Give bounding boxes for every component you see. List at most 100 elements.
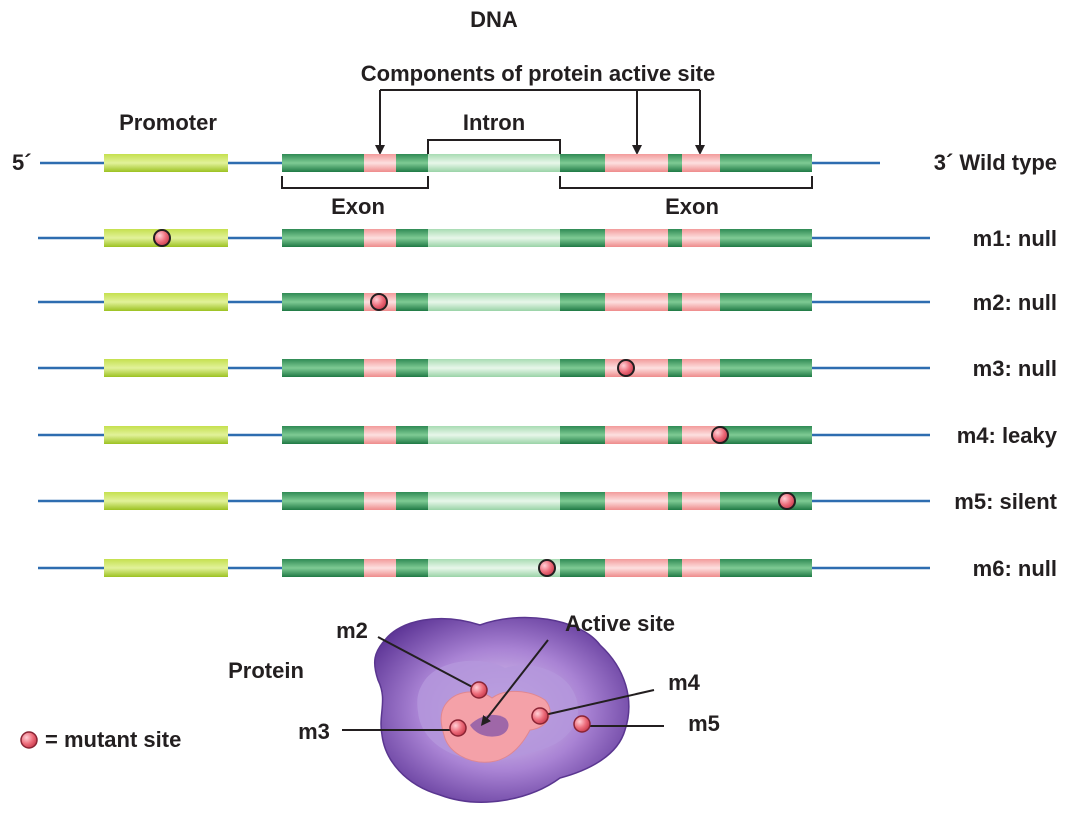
exon-left-bracket <box>281 176 429 189</box>
exon-right-bracket <box>559 176 813 189</box>
intron-segment <box>428 154 560 172</box>
mutant-row-label: m6: null <box>973 556 1057 581</box>
exon-segment <box>720 229 812 247</box>
exon-segment <box>282 293 364 311</box>
mutant-site-marker <box>711 426 729 444</box>
intron-segment <box>428 229 560 247</box>
exon-segment <box>560 154 605 172</box>
gene-rows: m1: null m2: null m3: null m4: leaky m5: sil… <box>38 154 1058 581</box>
mutant-site-marker <box>153 229 171 247</box>
promoter-segment <box>104 359 228 377</box>
active-site-segment <box>682 154 720 172</box>
exon-segment <box>282 154 364 172</box>
promoter-label: Promoter <box>119 110 217 135</box>
protein-figure <box>373 616 630 803</box>
gene-row-m2: m2: null <box>38 290 1057 315</box>
active-site-segment <box>364 492 396 510</box>
protein-site-label-m5: m5 <box>688 711 720 736</box>
exon-segment <box>560 426 605 444</box>
active-site-segment <box>364 559 396 577</box>
protein-site-label-m2: m2 <box>336 618 368 643</box>
exon-segment <box>668 154 682 172</box>
exon-segment <box>668 293 682 311</box>
intron-segment <box>428 492 560 510</box>
exon-segment <box>720 293 812 311</box>
exon-segment <box>668 492 682 510</box>
exon-segment <box>396 559 428 577</box>
promoter-segment <box>104 293 228 311</box>
intron-segment <box>428 559 560 577</box>
exon-segment <box>720 492 812 510</box>
five-prime-label: 5´ <box>12 150 32 175</box>
intron-label: Intron <box>463 110 525 135</box>
protein-mutant-m4 <box>531 707 549 725</box>
components-label: Components of protein active site <box>361 61 716 86</box>
exon-segment <box>560 229 605 247</box>
active-site-segment <box>682 359 720 377</box>
intron-segment <box>428 359 560 377</box>
m2-pointer <box>377 636 479 691</box>
mutant-site-marker <box>778 492 796 510</box>
protein-label: Protein <box>228 658 304 683</box>
active-site-segment <box>682 426 720 444</box>
active-site-segment <box>605 293 668 311</box>
exon-segment <box>720 154 812 172</box>
active-site-segment <box>364 154 396 172</box>
exon-segment <box>668 426 682 444</box>
exon-segment <box>396 359 428 377</box>
legend-label: = mutant site <box>45 727 181 752</box>
mutant-row-label: m4: leaky <box>957 423 1058 448</box>
mutant-row-label: m1: null <box>973 226 1057 251</box>
components-arrows <box>375 89 705 155</box>
exon-segment <box>668 559 682 577</box>
promoter-segment <box>104 426 228 444</box>
mutant-row-label: m3: null <box>973 356 1057 381</box>
promoter-segment <box>104 154 228 172</box>
intron-bracket <box>427 139 561 158</box>
protein-mutant-m5 <box>573 715 591 733</box>
active-site-segment <box>605 154 668 172</box>
active-site-segment <box>364 426 396 444</box>
exon-segment <box>396 492 428 510</box>
active-site-label: Active site <box>565 611 675 636</box>
legend-mutant-icon <box>20 731 38 749</box>
exon-segment <box>560 492 605 510</box>
protein-site-label-m4: m4 <box>668 670 701 695</box>
exon-segment <box>282 559 364 577</box>
exon-segment <box>396 293 428 311</box>
active-site-segment <box>364 359 396 377</box>
exon-segment <box>282 229 364 247</box>
intron-segment <box>428 426 560 444</box>
mutant-site-marker <box>617 359 635 377</box>
mutant-site-marker <box>370 293 388 311</box>
gene-row-m4: m4: leaky <box>38 423 1058 448</box>
diagram-title: DNA <box>470 7 518 32</box>
active-site-segment <box>682 293 720 311</box>
exon-segment <box>396 229 428 247</box>
exon-segment <box>720 559 812 577</box>
exon-segment <box>560 559 605 577</box>
exon-right-label: Exon <box>665 194 719 219</box>
exon-segment <box>668 229 682 247</box>
exon-segment <box>282 492 364 510</box>
mutant-site-marker <box>538 559 556 577</box>
active-site-segment <box>605 426 668 444</box>
active-site-segment <box>682 559 720 577</box>
exon-segment <box>560 293 605 311</box>
active-site-segment <box>605 492 668 510</box>
active-site-segment <box>364 229 396 247</box>
mutant-row-label: m5: silent <box>954 489 1057 514</box>
intron-segment <box>428 293 560 311</box>
exon-segment <box>282 359 364 377</box>
m4-pointer <box>539 689 655 717</box>
gene-row-wild-type <box>40 154 880 172</box>
active-site-segment <box>682 492 720 510</box>
exon-segment <box>720 359 812 377</box>
active-site-segment <box>605 229 668 247</box>
active-site-arrow <box>480 639 549 726</box>
exon-segment <box>282 426 364 444</box>
exon-segment <box>396 154 428 172</box>
active-site-segment <box>682 229 720 247</box>
active-site-segment <box>605 359 668 377</box>
